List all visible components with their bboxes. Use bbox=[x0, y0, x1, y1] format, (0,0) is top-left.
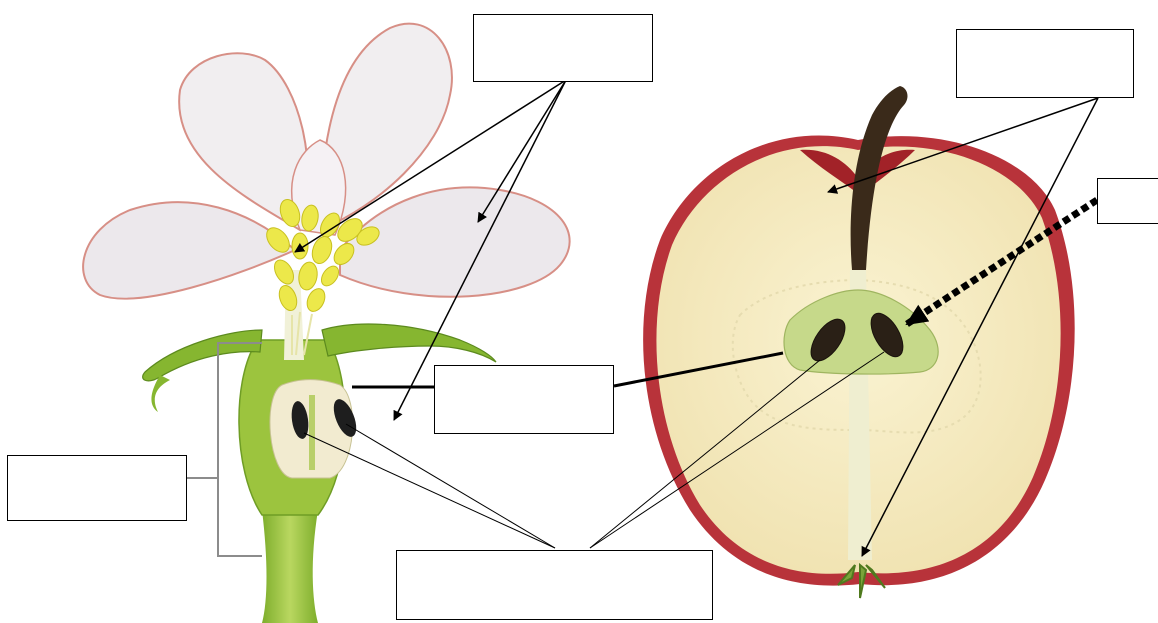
pointer-seed-flower-2 bbox=[346, 424, 555, 548]
label-box-ovary[interactable] bbox=[434, 365, 614, 434]
label-box-receptacle[interactable] bbox=[7, 455, 187, 521]
sepal-left-curl bbox=[151, 375, 170, 412]
apple-cross-section bbox=[643, 86, 1075, 598]
sepal-right bbox=[322, 324, 496, 362]
label-box-phi bbox=[1097, 178, 1158, 224]
petal-left bbox=[83, 202, 295, 298]
pointer-seed-flower-1 bbox=[304, 433, 555, 548]
label-box-top-right[interactable] bbox=[956, 29, 1134, 98]
label-box-top-center[interactable] bbox=[473, 14, 653, 82]
apple-flower bbox=[83, 24, 569, 623]
petal-right bbox=[340, 188, 570, 297]
label-box-seeds[interactable] bbox=[396, 550, 713, 620]
flower-stalk bbox=[262, 510, 318, 623]
